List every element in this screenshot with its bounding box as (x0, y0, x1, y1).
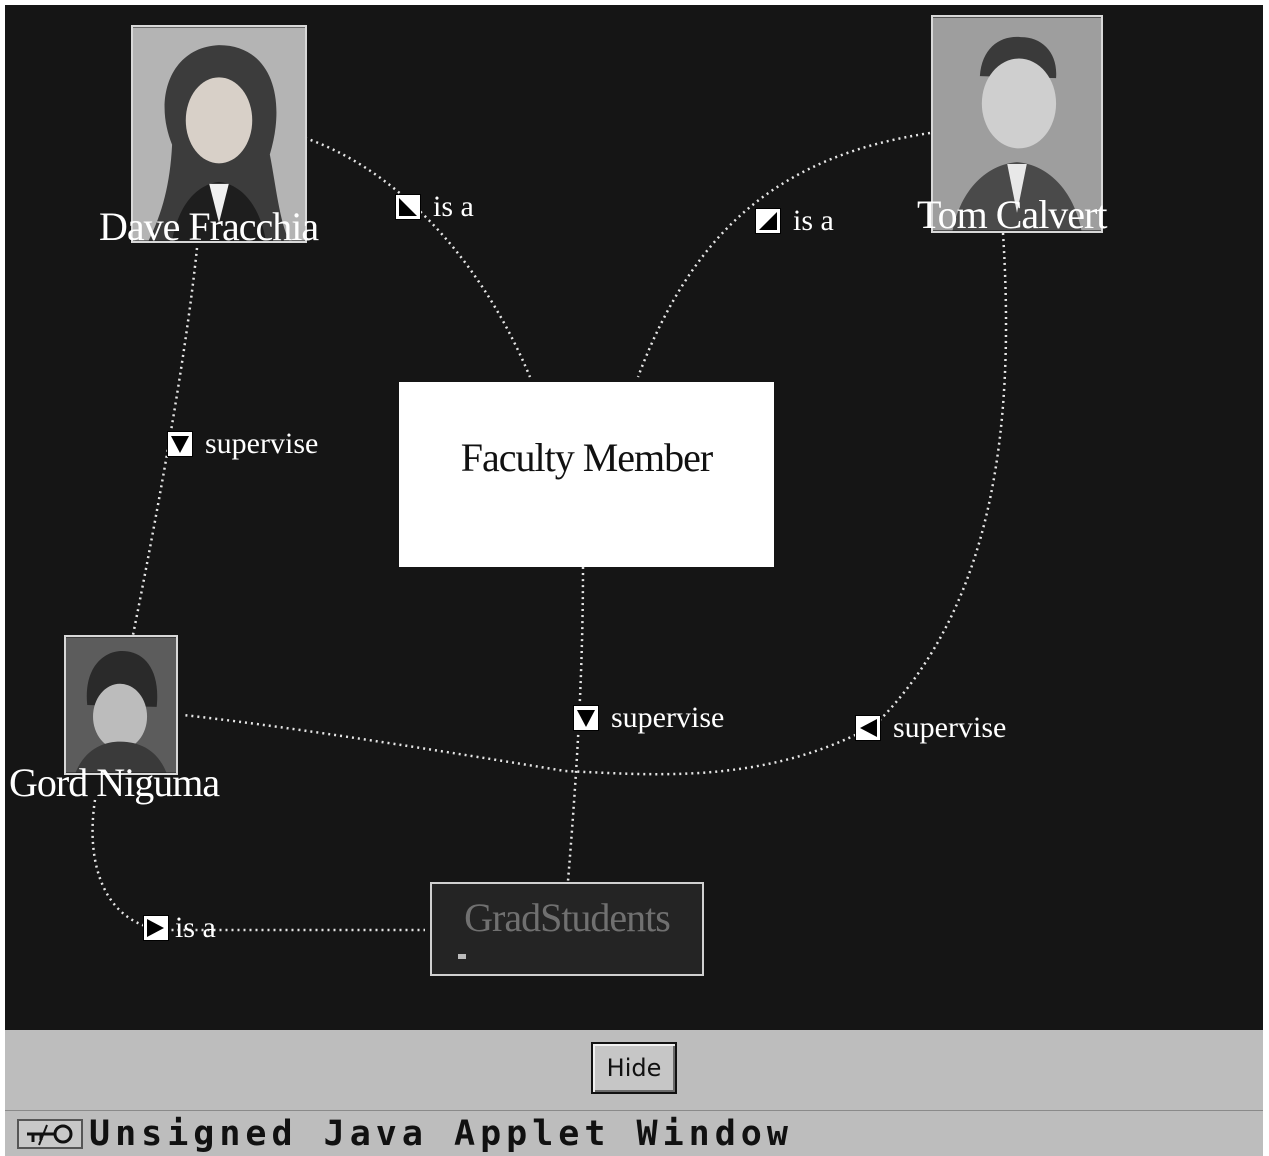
faculty-member-node[interactable]: Faculty Member (399, 382, 774, 567)
gord-niguma-name: Gord Niguma (9, 760, 220, 805)
arrow-left-icon (855, 715, 881, 741)
relation-dave-gord[interactable]: supervise (167, 429, 318, 459)
relation-tom-faculty[interactable]: is a (755, 206, 834, 236)
grad-students-node[interactable]: GradStudents (430, 882, 704, 976)
broken-key-icon (17, 1118, 83, 1149)
relation-label: is a (175, 911, 216, 944)
dave-fracchia-photo[interactable] (131, 25, 307, 243)
faculty-member-label: Faculty Member (460, 435, 713, 480)
arrow-down-icon (573, 705, 599, 731)
grad-students-label: GradStudents (464, 895, 671, 940)
portrait-image (66, 637, 176, 773)
relation-gord-grad[interactable]: is a (143, 913, 216, 943)
control-bar: Hide (5, 1030, 1263, 1110)
arrow-down-left-icon (755, 208, 781, 234)
link-tom-faculty (636, 131, 931, 378)
relation-faculty-grad[interactable]: supervise (573, 703, 724, 733)
relation-label: supervise (893, 711, 1007, 744)
tom-calvert-photo[interactable] (931, 15, 1103, 233)
gord-niguma-photo[interactable] (64, 635, 178, 775)
tom-calvert-name: Tom Calvert (917, 192, 1107, 237)
unsigned-applet-warning: Unsigned Java Applet Window (89, 1113, 793, 1154)
arrow-right-icon (143, 915, 169, 941)
portrait-image (933, 17, 1101, 231)
link-dave-faculty (304, 136, 532, 378)
arrow-down-icon (167, 431, 193, 457)
link-tom-gord (182, 232, 1008, 776)
link-gord-grad (91, 799, 425, 932)
relation-label: is a (433, 190, 474, 223)
relation-label: supervise (205, 427, 319, 460)
portrait-image (133, 27, 305, 241)
dave-fracchia-name: Dave Fracchia (99, 204, 319, 249)
relation-label: is a (793, 204, 834, 237)
applet-canvas[interactable]: Dave Fracchia Tom Calvert Gord Niguma Fa… (5, 5, 1263, 1030)
relation-dave-faculty[interactable]: is a (395, 192, 474, 222)
relation-tom-gord[interactable]: supervise (855, 713, 1006, 743)
node-marker-icon (458, 954, 466, 959)
link-faculty-grad (566, 566, 585, 882)
arrow-down-right-icon (395, 194, 421, 220)
hide-button[interactable]: Hide (591, 1042, 677, 1094)
applet-warning-bar: Unsigned Java Applet Window (5, 1110, 1263, 1156)
relation-label: supervise (611, 701, 725, 734)
